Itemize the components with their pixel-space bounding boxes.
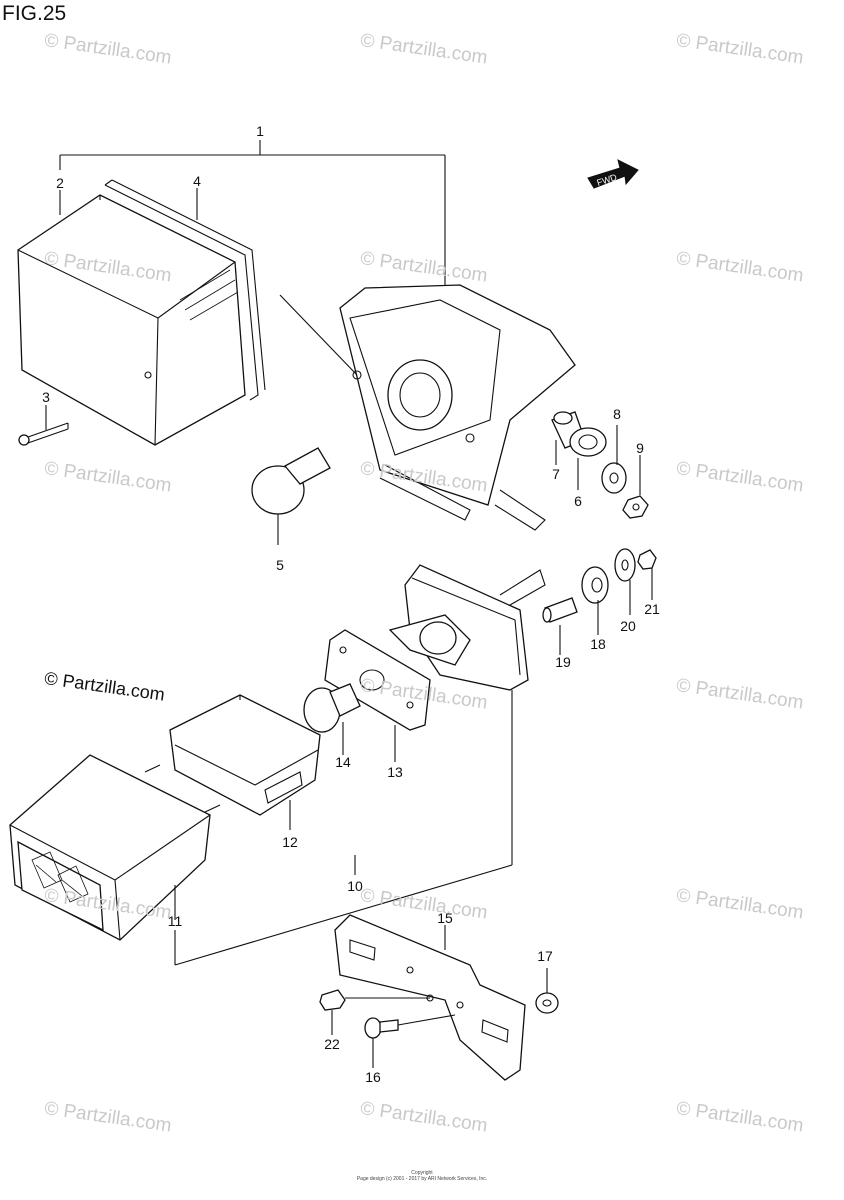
callout-9: 9 (636, 440, 644, 456)
leader-lines (45, 188, 653, 950)
callout-4: 4 (193, 173, 201, 189)
nut-part-22 (319, 989, 430, 1035)
copyright-line-1: Copyright (411, 1170, 433, 1176)
callout-21: 21 (644, 601, 660, 617)
callout-14: 14 (335, 754, 351, 770)
collar-part-19 (542, 597, 578, 623)
lens-part-12 (169, 694, 321, 830)
grommet-part-6 (569, 427, 607, 457)
nut-part-21 (637, 549, 657, 570)
callout-7: 7 (552, 466, 560, 482)
callout-19: 19 (555, 654, 571, 670)
bracket-10 (174, 690, 513, 966)
tail-lamp-housing (279, 284, 576, 531)
grommet-part-18 (581, 566, 609, 604)
fwd-arrow: FWD (587, 159, 639, 189)
callout-18: 18 (590, 636, 606, 652)
callout-20: 20 (620, 618, 636, 634)
callout-16: 16 (365, 1069, 381, 1085)
bracket-plate-part-15 (334, 914, 526, 1081)
callout-3: 3 (42, 389, 50, 405)
tail-lens-part-2 (17, 194, 246, 446)
callout-11: 11 (167, 913, 183, 929)
bulb-part-5 (251, 447, 331, 545)
callout-6: 6 (574, 493, 582, 509)
copyright-line-2: Page design (c) 2001 - 2017 by ARI Netwo… (356, 1176, 488, 1182)
callout-2: 2 (56, 175, 64, 191)
callout-12: 12 (282, 834, 298, 850)
copyright-footer: Copyright Page design (c) 2001 - 2017 by… (357, 1170, 487, 1182)
callout-10: 10 (347, 878, 363, 894)
washer-part-20 (614, 548, 636, 582)
callout-1: 1 (256, 123, 264, 139)
license-lamp-body-part-11 (9, 754, 221, 941)
license-lamp-base (388, 564, 546, 691)
washer-part-8 (601, 462, 627, 494)
screw-part-3 (18, 422, 69, 446)
bulb-part-14 (303, 683, 361, 755)
callout-8: 8 (613, 406, 621, 422)
callout-15: 15 (437, 910, 453, 926)
bracket-1 (59, 140, 446, 290)
screw-part-16 (364, 1014, 456, 1068)
gasket-part-4 (104, 179, 266, 401)
callout-22: 22 (324, 1036, 340, 1052)
callout-5: 5 (276, 557, 284, 573)
callout-13: 13 (387, 764, 403, 780)
figure-title: FIG.25 (2, 2, 67, 25)
nut-part-9 (622, 495, 649, 519)
gasket-part-13 (324, 629, 431, 731)
callout-17: 17 (537, 948, 553, 964)
spacer-part-17 (535, 968, 559, 1014)
